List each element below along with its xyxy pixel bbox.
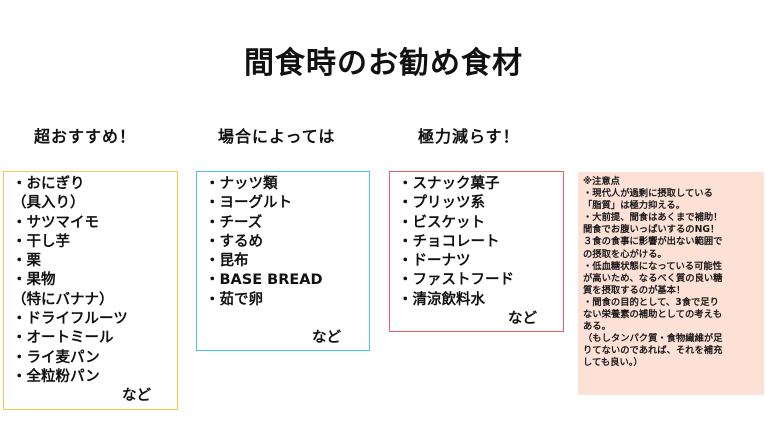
etc-label: など	[508, 311, 537, 328]
note-line: ３食の食事に影響が出ない範囲で	[583, 236, 723, 248]
etc-label: など	[312, 330, 341, 347]
note-line: 「脂質」は極力抑える。	[583, 200, 685, 212]
list-item: ・栗	[12, 253, 41, 270]
reduce-foods-box: ・スナック菓子 ・プリッツ系 ・ビスケット ・チョコレート ・ドーナツ ・ファス…	[389, 171, 564, 332]
list-item: ・おにぎり	[12, 176, 85, 192]
list-item: ・昆布	[205, 253, 249, 270]
note-line: が高いため、なるべく質の良い糖	[583, 272, 723, 284]
note-line: しても良い。）	[583, 357, 643, 369]
list-item: ・ドーナツ	[398, 253, 471, 270]
list-item: （特にバナナ）	[12, 291, 114, 308]
note-line: （もしタンパク質・食物繊維が足	[583, 333, 723, 345]
heading-recommended: 超おすすめ！	[34, 127, 137, 146]
note-title: ※注意点	[583, 176, 620, 187]
list-item: ・ライ麦パン	[12, 349, 100, 366]
list-item: ・ファストフード	[398, 272, 514, 289]
reduce-foods-list: ・スナック菓子 ・プリッツ系 ・ビスケット ・チョコレート ・ドーナツ ・ファス…	[398, 175, 555, 310]
note-line: ・大前提、間食はあくまで補助！	[583, 212, 723, 224]
etc-label: など	[122, 388, 151, 405]
heading-sometimes: 場合によっては	[218, 127, 336, 146]
note-line: りてないのであれば、それを補充	[583, 345, 723, 357]
list-item: ・清涼飲料水	[398, 291, 485, 308]
note-line: ある。	[583, 321, 611, 333]
note-line: ・間食の目的として、3食で足り	[583, 296, 719, 308]
note-line: 質を摂取するのが基本！	[583, 284, 686, 296]
list-item: ・茹で卵	[205, 291, 263, 308]
list-item: ・ナッツ類	[205, 176, 278, 192]
note-line: ・低血糖状態になっている可能性	[583, 260, 722, 272]
list-item: ・干し芋	[12, 233, 70, 250]
note-line: ない栄養素の補助としての考えも	[583, 309, 723, 321]
list-item: （具入り）	[12, 195, 85, 212]
caution-note: ※注意点 ・現代人が過剰に摂取している 「脂質」は極力抑える。 ・大前提、間食は…	[578, 172, 764, 395]
list-item: ・果物	[12, 272, 56, 289]
sometimes-foods-list: ・ナッツ類 ・ヨーグルト ・チーズ ・するめ ・昆布 ・BASE BREAD ・…	[205, 175, 361, 310]
list-item: ・全粒粉パン	[12, 368, 100, 385]
recommended-foods-box: ・おにぎり （具入り） ・サツマイモ ・干し芋 ・栗 ・果物 （特にバナナ） ・…	[3, 171, 178, 410]
list-item: ・プリッツ系	[398, 195, 485, 212]
heading-reduce: 極力減らす！	[418, 127, 520, 146]
note-line: 間食でお腹いっぱいするのNG！	[583, 224, 720, 236]
list-item: ・BASE BREAD	[205, 272, 323, 289]
sometimes-foods-box: ・ナッツ類 ・ヨーグルト ・チーズ ・するめ ・昆布 ・BASE BREAD ・…	[196, 171, 370, 351]
list-item: ・オートミール	[12, 330, 114, 347]
list-item: ・ビスケット	[398, 214, 485, 231]
recommended-foods-list: ・おにぎり （具入り） ・サツマイモ ・干し芋 ・栗 ・果物 （特にバナナ） ・…	[12, 175, 169, 387]
list-item: ・チョコレート	[398, 233, 500, 250]
list-item: ・ヨーグルト	[205, 195, 292, 212]
list-item: ・ドライフルーツ	[12, 311, 128, 328]
list-item: ・チーズ	[205, 214, 263, 231]
note-line: の摂取を心がける。	[583, 248, 667, 260]
note-line: ・現代人が過剰に摂取している	[583, 188, 713, 200]
list-item: ・サツマイモ	[12, 214, 99, 231]
page-title: 間食時のお勧め食材	[244, 46, 523, 81]
list-item: ・スナック菓子	[398, 176, 500, 192]
list-item: ・するめ	[205, 233, 263, 250]
